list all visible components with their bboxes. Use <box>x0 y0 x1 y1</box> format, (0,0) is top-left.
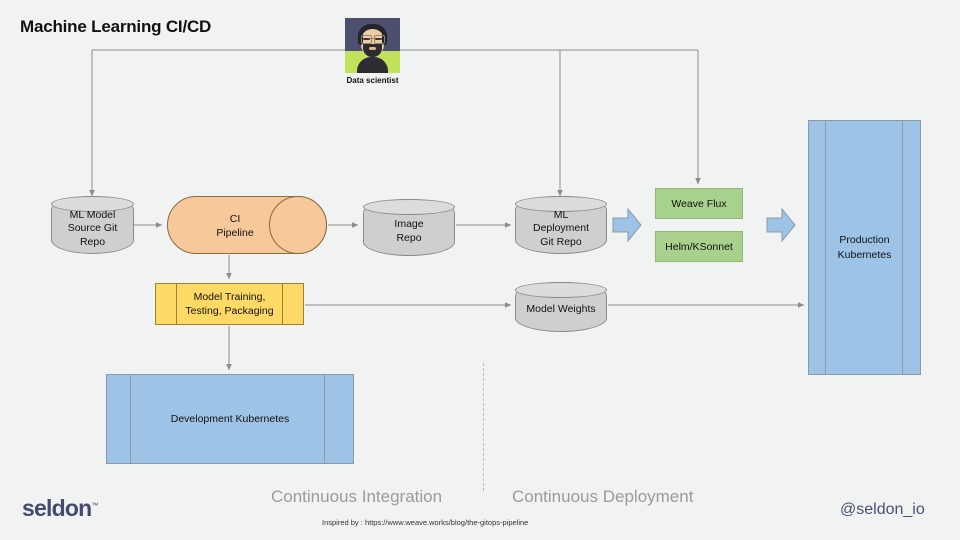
node-label: ML Model Source Git Repo <box>67 208 118 248</box>
phase-divider <box>483 363 484 491</box>
cylinder-top <box>363 199 455 215</box>
node-label: Production Kubernetes <box>837 234 892 261</box>
arrow-deployment-repo-to-tools <box>612 207 642 243</box>
actor-data-scientist: Data scientist <box>345 18 400 85</box>
k8s-divider-left <box>130 375 131 463</box>
seldon-logo: seldon™ <box>22 497 98 520</box>
node-label: Image Repo <box>394 218 424 244</box>
node-label: Model Training, Testing, Packaging <box>185 290 274 317</box>
arrow-tools-to-prod-k8s <box>766 207 796 243</box>
social-handle: @seldon_io <box>840 501 925 518</box>
page-title: Machine Learning CI/CD <box>20 17 212 36</box>
node-production-kubernetes[interactable]: Production Kubernetes <box>808 120 921 375</box>
node-ci-pipeline[interactable]: CI Pipeline <box>167 196 327 254</box>
node-weave-flux[interactable]: Weave Flux <box>655 188 743 219</box>
node-ml-model-source-git-repo[interactable]: ML Model Source Git Repo <box>51 196 134 254</box>
node-label: Model Weights <box>526 303 596 316</box>
cylinder-top <box>51 196 134 212</box>
node-label: Helm/KSonnet <box>665 240 733 253</box>
phase-label-continuous-deployment: Continuous Deployment <box>512 487 694 506</box>
actor-label: Data scientist <box>346 76 399 85</box>
predefined-process-bar-left <box>176 284 177 324</box>
seldon-logo-text: seldon <box>22 495 92 521</box>
node-label: Weave Flux <box>671 197 727 210</box>
data-scientist-avatar-icon <box>345 18 400 73</box>
seldon-logo-trademark: ™ <box>91 502 98 510</box>
node-helm-ksonnet[interactable]: Helm/KSonnet <box>655 231 743 262</box>
node-model-training[interactable]: Model Training, Testing, Packaging <box>155 283 304 325</box>
k8s-divider-left <box>825 121 826 374</box>
node-development-kubernetes[interactable]: Development Kubernetes <box>106 374 354 464</box>
node-image-repo[interactable]: Image Repo <box>363 199 455 256</box>
phase-label-continuous-integration: Continuous Integration <box>271 487 443 506</box>
node-label: CI Pipeline <box>216 212 254 239</box>
predefined-process-bar-right <box>282 284 283 324</box>
cylinder-top <box>515 282 607 298</box>
node-label: Development Kubernetes <box>170 412 290 425</box>
inspired-by-caption: Inspired by : https://www.weave.works/bl… <box>322 518 529 527</box>
node-label: ML Deployment Git Repo <box>532 208 590 248</box>
node-model-weights[interactable]: Model Weights <box>515 282 607 332</box>
k8s-divider-right <box>324 375 325 463</box>
cylinder-top <box>515 196 607 212</box>
process-arc <box>269 196 327 254</box>
k8s-divider-right <box>902 121 903 374</box>
node-ml-deployment-git-repo[interactable]: ML Deployment Git Repo <box>515 196 607 254</box>
